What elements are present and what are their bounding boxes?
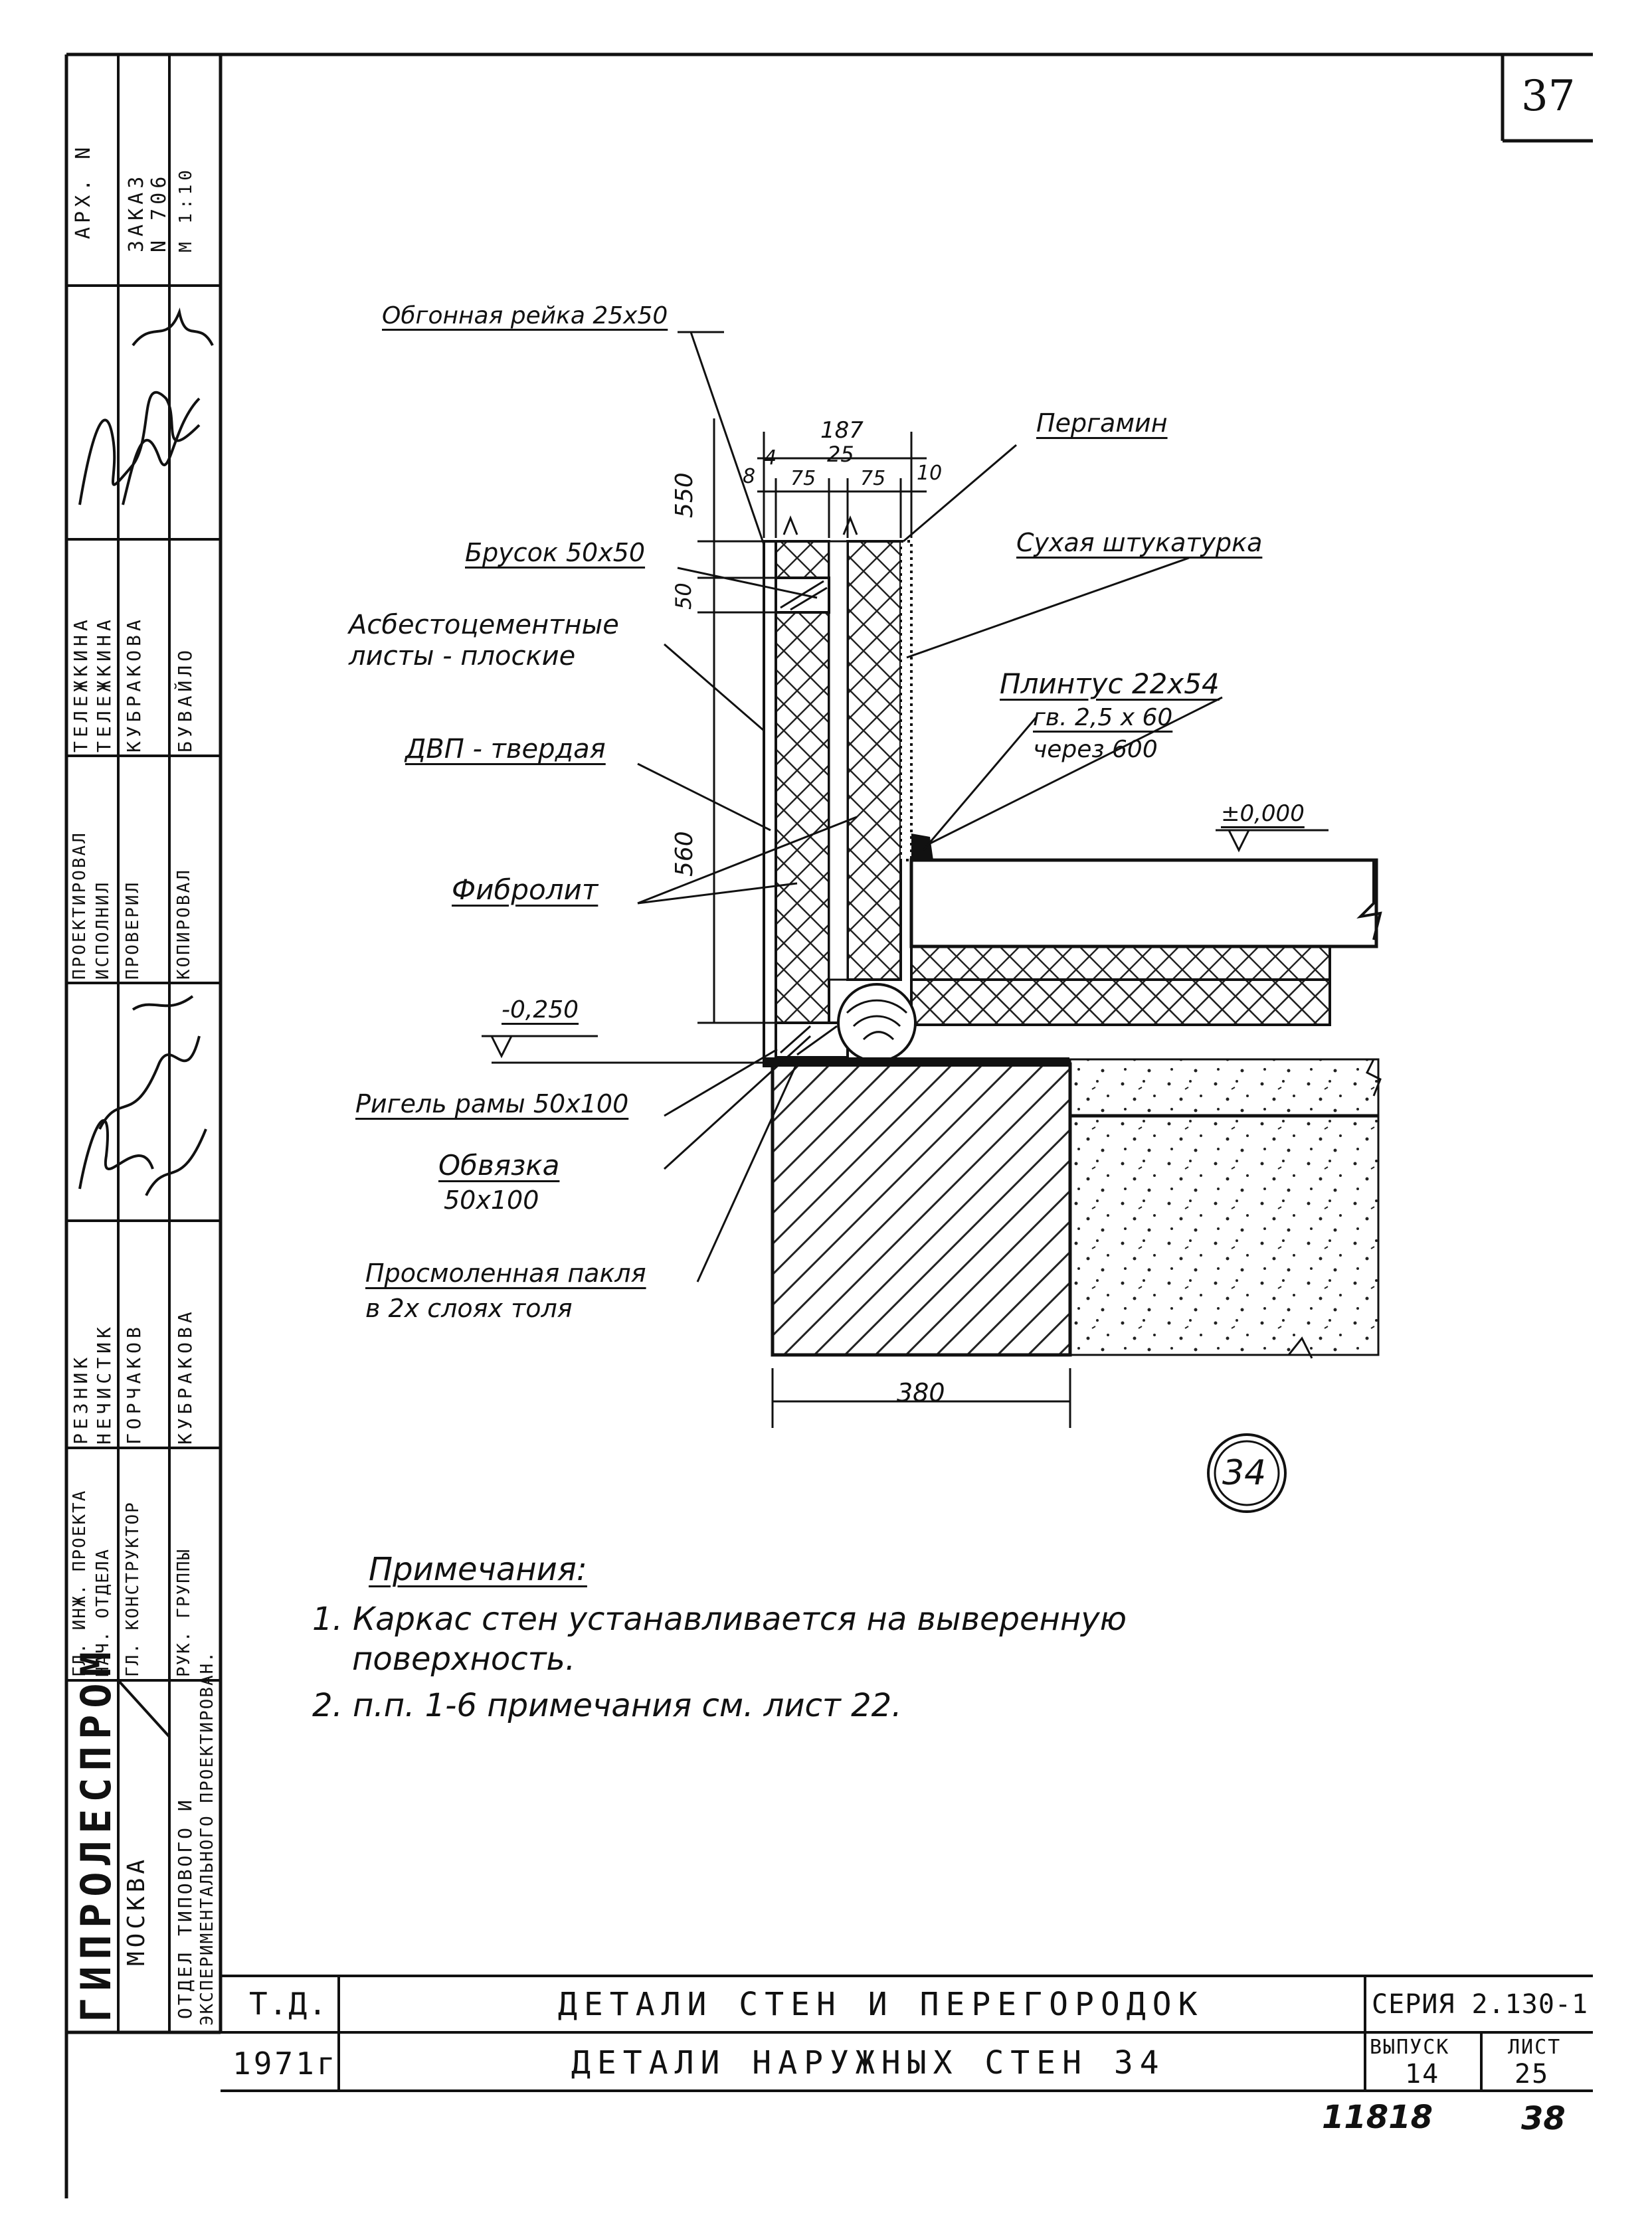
role-nach-otd: НАЧ. ОТДЕЛА xyxy=(93,1548,113,1677)
label-level-top: ±0,000 xyxy=(1221,800,1305,827)
dim-75a: 75 xyxy=(790,467,816,490)
role-gl-inzh: ГЛ. ИНЖ. ПРОЕКТА xyxy=(70,1489,90,1677)
dept-line1: ОТДЕЛ ТИПОВОГО И xyxy=(174,1797,196,2019)
archive-label: АРХ. N xyxy=(72,143,95,239)
pakla-layer xyxy=(764,1057,1069,1067)
note-1: 1. Каркас стен устанавливается на вывере… xyxy=(312,1601,1127,1638)
label-asbest-2: листы - плоские xyxy=(349,641,576,671)
label-dvp: ДВП - твердая xyxy=(405,734,606,764)
dim-550: 550 xyxy=(671,472,698,518)
label-level-bottom: -0,250 xyxy=(502,996,579,1023)
label-pergamin: Пергамин xyxy=(1036,408,1168,438)
label-fibrolit: Фибролит xyxy=(452,873,598,906)
name-nechistik: НЕЧИСТИК xyxy=(93,1323,115,1445)
dim-4: 4 xyxy=(764,446,777,470)
notes-heading: Примечания: xyxy=(369,1551,587,1588)
name-telezhkina-1: ТЕЛЕЖКИНА xyxy=(70,616,92,753)
ground-fill xyxy=(1069,1114,1380,1356)
name-kubrakova-2: КУБРАКОВА xyxy=(123,616,145,753)
dim-50: 50 xyxy=(671,582,696,610)
wall-fibrolit-inner xyxy=(846,540,902,981)
name-reznik: РЕЗНИК xyxy=(70,1353,92,1445)
floor-lag xyxy=(910,978,1331,1026)
org-city: МОСКВА xyxy=(123,1855,150,1966)
signature-scribbles xyxy=(78,308,214,1196)
role-proektiroval: ПРОЕКТИРОВАЛ xyxy=(70,831,90,980)
label-dry-plaster: Сухая штукатурка xyxy=(1016,528,1263,557)
doc-year: 1971г xyxy=(232,2046,338,2082)
log-section xyxy=(837,983,917,1063)
issue-label: ВЫПУСК xyxy=(1370,2036,1450,2059)
label-spacing: через 600 xyxy=(1033,736,1158,763)
dim-187: 187 xyxy=(820,417,864,444)
role-ispolnil: ИСПОЛНИЛ xyxy=(93,880,113,980)
dept-line2: ЭКСПЕРИМЕНТАЛЬНОГО ПРОЕКТИРОВАН. xyxy=(197,1650,217,2026)
dim-560: 560 xyxy=(671,831,698,877)
role-kopiroval: КОПИРОВАЛ xyxy=(174,868,194,980)
title-block-grid xyxy=(221,1975,1593,2092)
role-gl-konstr: ГЛ. КОНСТРУКТОР xyxy=(123,1501,143,1677)
scale-label: М 1:10 xyxy=(176,166,196,252)
page-number: 38 xyxy=(1521,2100,1566,2137)
order-label: ЗАКАЗ xyxy=(125,172,148,252)
sheet-value: 25 xyxy=(1514,2059,1550,2089)
concrete-prep xyxy=(1069,1058,1380,1117)
dry-plaster xyxy=(899,540,913,861)
label-pakla-1: Просмоленная пакля xyxy=(365,1259,646,1288)
rigel-frame xyxy=(775,1021,849,1059)
label-nails: гв. 2,5 х 60 xyxy=(1033,704,1173,731)
detail-mark: 34 xyxy=(1222,1453,1267,1493)
dim-75b: 75 xyxy=(860,467,886,490)
dimension-lines xyxy=(482,418,1374,1428)
role-proveril: ПРОВЕРИЛ xyxy=(123,880,143,980)
note-2: 2. п.п. 1-6 примечания см. лист 22. xyxy=(312,1687,902,1724)
doc-title-2: ДЕТАЛИ НАРУЖНЫХ СТЕН 34 xyxy=(571,2044,1166,2082)
org-name: ГИПРОЛЕСПРОМ xyxy=(72,1645,120,2022)
name-telezhkina-2: ТЕЛЕЖКИНА xyxy=(93,616,115,753)
sheet-number: 37 xyxy=(1521,72,1576,121)
name-buvailo: БУВАЙЛО xyxy=(174,646,196,753)
doc-code: Т.Д. xyxy=(249,1986,328,2022)
name-kubrakova: КУБРАКОВА xyxy=(174,1308,196,1445)
role-ruk-gr: РУК. ГРУППЫ xyxy=(174,1548,194,1677)
issue-value: 14 xyxy=(1405,2059,1440,2089)
foundation-wall xyxy=(771,1062,1072,1357)
leader-lines xyxy=(637,331,1223,1283)
air-gap xyxy=(828,540,849,981)
label-obgonnaya: Обгонная рейка 25х50 xyxy=(382,302,668,329)
label-plinth: Плинтус 22х54 xyxy=(1000,667,1220,700)
doc-title-1: ДЕТАЛИ СТЕН И ПЕРЕГОРОДОК xyxy=(558,1986,1204,2023)
dim-10: 10 xyxy=(917,462,943,485)
left-stamp-grid xyxy=(66,54,221,2032)
series-label: СЕРИЯ 2.130-1 xyxy=(1372,1989,1589,2020)
label-obvyazka-1: Обвязка xyxy=(438,1149,560,1182)
dim-25: 25 xyxy=(827,442,854,467)
archive-number: 11818 xyxy=(1322,2099,1433,2136)
dim-8: 8 xyxy=(743,465,756,488)
order-number: N 706 xyxy=(147,172,171,252)
asbestos-sheet xyxy=(763,540,777,1067)
label-obvyazka-2: 50х100 xyxy=(444,1186,539,1215)
note-1-cont: поверхность. xyxy=(352,1640,576,1678)
sheet-label: ЛИСТ xyxy=(1508,2036,1562,2059)
label-rigel: Ригель рамы 50х100 xyxy=(355,1089,629,1118)
dim-380: 380 xyxy=(897,1378,945,1407)
floor-board-top xyxy=(909,858,1378,948)
detail-drawing xyxy=(763,515,1382,1359)
label-brusok: Брусок 50х50 xyxy=(465,538,646,567)
sheet-frame xyxy=(64,52,1593,2198)
name-gorchakov: ГОРЧАКОВ xyxy=(123,1323,145,1445)
label-asbest-1: Асбестоцементные xyxy=(349,610,619,640)
label-pakla-2: в 2х слоях толя xyxy=(365,1294,573,1323)
